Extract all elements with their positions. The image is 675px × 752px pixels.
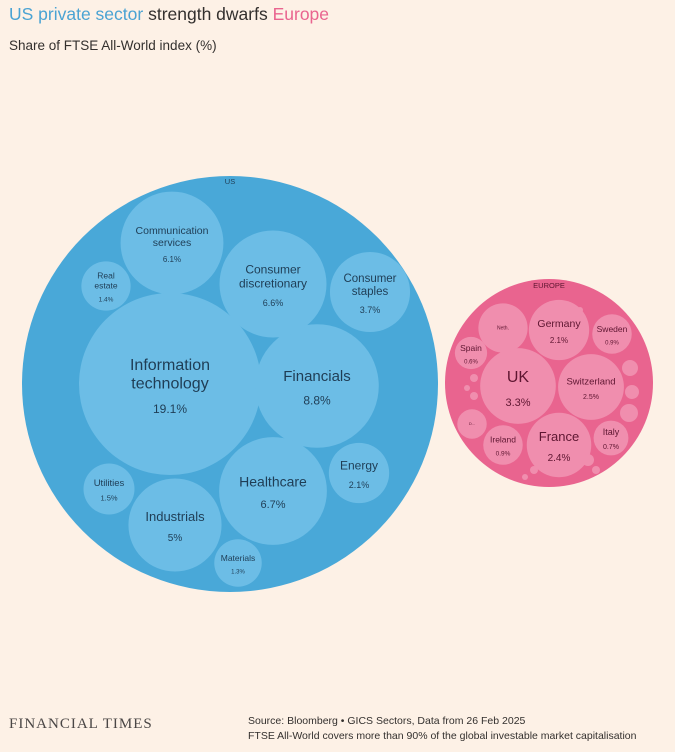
value-real-estate: 1.4% <box>99 296 114 303</box>
bubble-spain <box>454 336 488 370</box>
source-line: Source: Bloomberg • GICS Sectors, Data f… <box>248 715 526 727</box>
bubble-communication-services <box>120 191 224 295</box>
label-energy: Energy <box>340 459 378 473</box>
bubble-switzerland <box>558 354 624 420</box>
value-healthcare: 6.7% <box>260 499 285 511</box>
bubble-consumer-staples <box>329 251 411 333</box>
bubble-sweden <box>592 314 632 354</box>
title-europe: Europe <box>272 4 330 24</box>
value-spain: 0.6% <box>464 360 478 366</box>
bubble-materials <box>214 539 262 587</box>
bubble-consumer-discretionary <box>219 230 327 338</box>
minor-country-bubble <box>582 454 594 466</box>
value-switzerland: 2.5% <box>583 394 599 401</box>
label-netherlands: Neth. <box>497 325 509 331</box>
label-consumer-staples-1: Consumer <box>343 273 396 285</box>
us-group-label: US <box>225 177 235 186</box>
bubble-uk <box>480 348 556 424</box>
label-consumer-discretionary-1: Consumer <box>245 263 300 277</box>
label-germany: Germany <box>537 318 581 330</box>
bubble-germany <box>528 299 590 361</box>
label-denmark: D... <box>469 421 475 426</box>
value-utilities: 1.5% <box>100 494 117 503</box>
value-france: 2.4% <box>548 453 571 464</box>
label-sweden: Sweden <box>597 324 628 334</box>
value-italy: 0.7% <box>603 444 619 451</box>
coverage-note: FTSE All-World covers more than 90% of t… <box>248 730 637 742</box>
bubble-information-technology <box>79 293 261 475</box>
value-ireland: 0.9% <box>496 450 511 457</box>
minor-country-bubble <box>470 392 478 400</box>
minor-country-bubble <box>530 466 538 474</box>
bubble-industrials <box>128 478 222 572</box>
label-consumer-staples-2: staples <box>352 286 389 298</box>
europe-group-label: EUROPE <box>533 281 565 290</box>
label-information-technology-1: Information <box>130 357 210 374</box>
minor-country-bubble <box>625 385 639 399</box>
chart-subtitle: Share of FTSE All-World index (%) <box>9 38 217 53</box>
bubble-real-estate <box>81 261 131 311</box>
bubble-denmark <box>457 409 487 439</box>
chart-title: US private sector strength dwarfs Europe <box>9 4 329 25</box>
value-financials: 8.8% <box>303 393 331 407</box>
minor-country-bubble <box>577 307 583 313</box>
minor-country-bubble <box>470 374 478 382</box>
label-spain: Spain <box>460 343 482 353</box>
label-industrials: Industrials <box>145 509 205 524</box>
value-uk: 3.3% <box>505 397 530 409</box>
label-real-estate-2: estate <box>94 280 117 290</box>
bubble-ireland <box>483 425 523 465</box>
minor-country-bubble <box>464 385 470 391</box>
bubble-energy <box>328 442 390 504</box>
value-industrials: 5% <box>168 533 183 544</box>
bubble-financials <box>255 324 379 448</box>
value-germany: 2.1% <box>550 336 568 345</box>
label-financials: Financials <box>283 368 351 385</box>
label-consumer-discretionary-2: discretionary <box>239 276 307 290</box>
label-communication-services-1: Communication <box>136 225 209 237</box>
value-consumer-staples: 3.7% <box>360 305 381 315</box>
label-ireland: Ireland <box>490 434 516 444</box>
bubble-france <box>526 412 592 478</box>
label-communication-services-2: services <box>153 237 192 249</box>
label-uk: UK <box>507 369 530 386</box>
minor-country-bubble <box>620 404 638 422</box>
ft-logo: FINANCIAL TIMES <box>9 716 153 732</box>
value-communication-services: 6.1% <box>163 255 181 264</box>
value-information-technology: 19.1% <box>153 402 187 416</box>
label-healthcare: Healthcare <box>239 474 307 490</box>
minor-country-bubble <box>622 360 638 376</box>
value-energy: 2.1% <box>349 480 370 490</box>
title-us: US private sector <box>9 4 144 24</box>
label-switzerland: Switzerland <box>566 376 615 387</box>
label-italy: Italy <box>603 427 620 437</box>
value-sweden: 0.9% <box>605 341 619 347</box>
label-france: France <box>539 429 579 444</box>
label-materials: Materials <box>221 553 255 563</box>
label-information-technology-2: technology <box>131 376 208 393</box>
bubble-healthcare <box>219 437 327 545</box>
label-real-estate-1: Real <box>97 271 115 281</box>
source-note: Source: Bloomberg • GICS Sectors, Data f… <box>248 714 637 744</box>
label-utilities: Utilities <box>94 478 125 489</box>
bubble-utilities <box>83 463 135 515</box>
bubble-netherlands <box>478 303 528 353</box>
minor-country-bubble <box>522 474 528 480</box>
minor-country-bubble <box>592 466 600 474</box>
value-consumer-discretionary: 6.6% <box>263 298 284 308</box>
title-middle: strength dwarfs <box>143 4 273 24</box>
bubble-italy <box>593 420 629 456</box>
value-materials: 1.3% <box>231 570 245 576</box>
